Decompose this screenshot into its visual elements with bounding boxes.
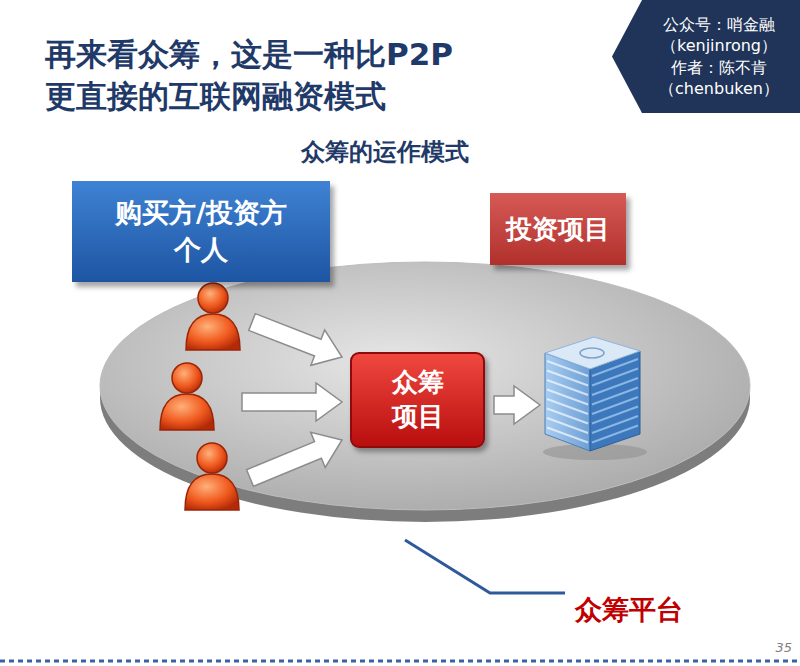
person-icon [185,474,239,510]
node-text: 购买方/投资方 个人 [95,195,307,268]
person-icon [186,314,240,350]
slide-title: 再来看众筹，这是一种比P2P 更直接的互联网融资模式 [45,33,515,117]
person-head [172,363,202,393]
window-row [592,426,638,443]
node-text: 众筹 项目 [378,366,458,434]
window-row [592,369,638,386]
person-head [198,283,228,313]
node-text: 众筹平台 [575,592,683,627]
badge-fill [612,0,800,113]
investor-box: 购买方/投资方 个人 [72,181,330,282]
window-row [592,407,638,424]
building-left [545,353,590,451]
footer-dash [0,660,800,663]
node-text: 公众号：哨金融 （kenjinrong） 作者：陈不肯 （chenbuken） [644,14,794,98]
leader-line [405,540,565,593]
roof-pad [580,348,604,358]
window-row [592,378,638,395]
window-row [592,416,638,433]
window-row [592,397,638,414]
platform-ellipse: 众筹平台众筹 项目 [100,258,750,530]
account-badge: 公众号：哨金融 （kenjinrong） 作者：陈不肯 （chenbuken） [612,0,800,113]
flow-arrow [247,432,342,486]
node-text: 投资项目 [506,212,610,247]
window-row [592,388,638,405]
crowdfunding-box: 众筹 项目 [350,352,485,448]
window-row [592,359,638,376]
page-number: 35 [752,640,792,655]
flow-arrow [249,314,342,366]
window-row [547,428,588,443]
flow-arrow [242,383,342,421]
person-icon [160,394,214,430]
subtitle: 众筹的运作模式 [270,136,500,168]
flow-arrow [494,386,540,424]
project-box: 投资项目 [490,193,626,265]
person-head [197,443,227,473]
platform-top [100,262,750,510]
